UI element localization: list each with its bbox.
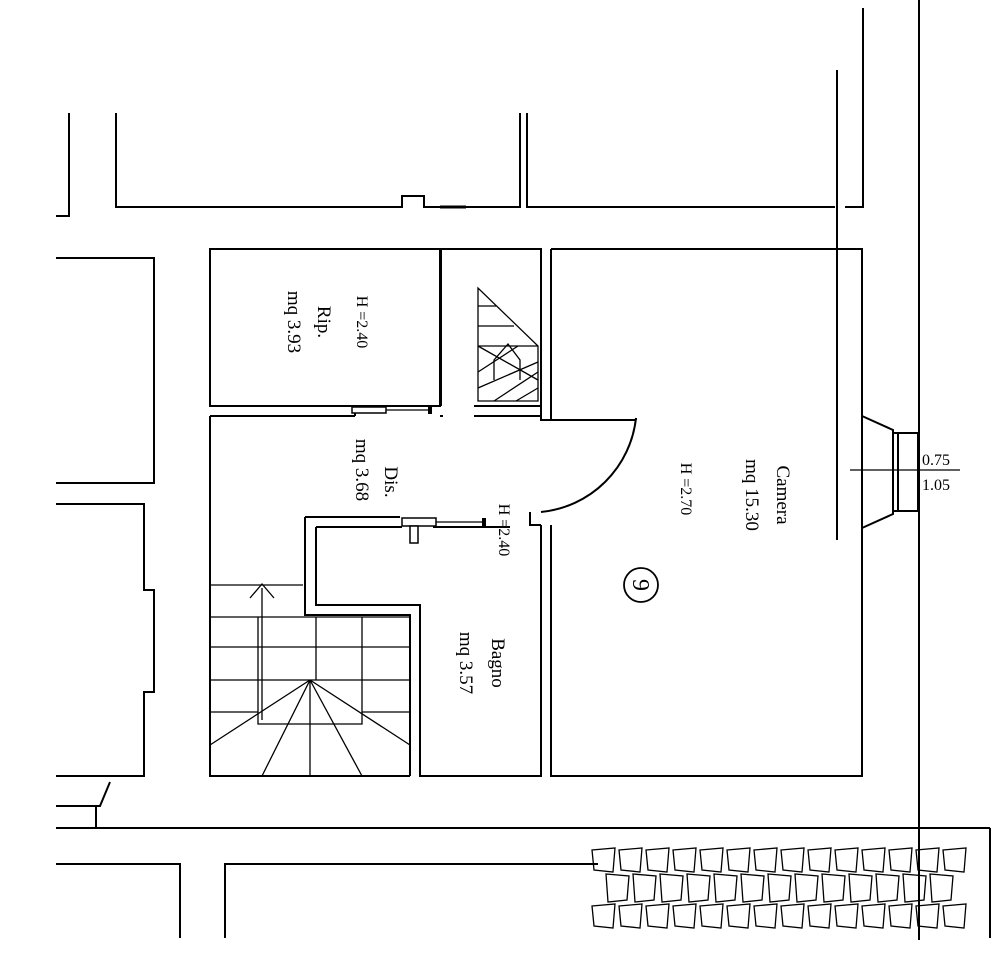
paving-stone (915, 847, 940, 873)
paving-stone (942, 903, 967, 929)
svg-text:mq 15.30: mq 15.30 (741, 459, 762, 531)
paving-stone (888, 903, 913, 929)
paving-stone (875, 873, 900, 903)
paving-stone (591, 847, 616, 873)
paving-stone (780, 903, 805, 929)
dis-area-label: mq 3.68 (351, 439, 372, 501)
paving-stone (672, 847, 697, 873)
unit-number: 9 (627, 579, 653, 591)
camera-area-label: mq 15.30 (741, 459, 762, 531)
rip-area-label: mq 3.93 (283, 291, 304, 353)
paving-stone (645, 903, 670, 929)
window-dim-top: 0.75 (922, 452, 950, 469)
paving-stone (807, 847, 832, 873)
paving-pattern (591, 847, 967, 929)
svg-text:Camera: Camera (772, 465, 793, 525)
paving-stone (726, 847, 751, 873)
sliding-door-dis (351, 406, 432, 414)
camera-height-label: H =2.70 (677, 463, 694, 516)
paving-stone (834, 847, 859, 873)
svg-text:mq 3.68: mq 3.68 (351, 439, 372, 501)
unit-walls (209, 248, 863, 777)
swing-door-camera (540, 417, 637, 513)
paving-stone (605, 873, 630, 903)
camera-name-label: Camera (772, 465, 793, 525)
svg-text:H =2.40: H =2.40 (353, 296, 370, 349)
paving-stone (807, 903, 832, 929)
paving-stone (861, 847, 886, 873)
paving-stone (713, 873, 738, 903)
paving-stone (915, 903, 940, 929)
rip-name-label: Rip. (313, 306, 334, 338)
svg-text:Rip.: Rip. (313, 306, 334, 338)
svg-text:H =2.70: H =2.70 (677, 463, 694, 516)
paving-stone (726, 903, 751, 929)
svg-text:Bagno: Bagno (487, 638, 508, 688)
paving-stone (699, 847, 724, 873)
paving-stone (659, 873, 684, 903)
paving-stone (686, 873, 711, 903)
paving-stone (834, 903, 859, 929)
bagno-area-label: mq 3.57 (455, 632, 476, 694)
paving-stone (794, 873, 819, 903)
sliding-door-bagno (401, 517, 486, 544)
paving-stone (645, 847, 670, 873)
paving-stone (591, 903, 616, 929)
paving-stone (753, 847, 778, 873)
svg-text:mq 3.57: mq 3.57 (455, 632, 476, 694)
paving-stone (618, 903, 643, 929)
paving-stone (699, 903, 724, 929)
bagno-name-label: Bagno (487, 638, 508, 688)
paving-stone (753, 903, 778, 929)
paving-stone (929, 873, 954, 903)
paving-stone (861, 903, 886, 929)
bagno-height-label: H =2.40 (495, 504, 512, 557)
unit-number-badge: 9 (623, 567, 659, 603)
outer-walls (56, 0, 991, 940)
paving-stone (942, 847, 967, 873)
rip-height-label: H =2.40 (353, 296, 370, 349)
stair-shaft-symbol (477, 286, 539, 402)
paving-stone (888, 847, 913, 873)
paving-stone (767, 873, 792, 903)
paving-stone (618, 847, 643, 873)
paving-stone (672, 903, 697, 929)
window-symbol (850, 415, 960, 529)
paving-stone (821, 873, 846, 903)
main-staircase (209, 583, 411, 777)
paving-stone (632, 873, 657, 903)
svg-text:H =2.40: H =2.40 (495, 504, 512, 557)
paving-stone (740, 873, 765, 903)
dis-name-label: Dis. (380, 466, 401, 497)
svg-text:Dis.: Dis. (380, 466, 401, 497)
svg-text:mq 3.93: mq 3.93 (283, 291, 304, 353)
window-dim-bottom: 1.05 (922, 477, 950, 494)
paving-stone (780, 847, 805, 873)
paving-stone (902, 873, 927, 903)
paving-stone (848, 873, 873, 903)
